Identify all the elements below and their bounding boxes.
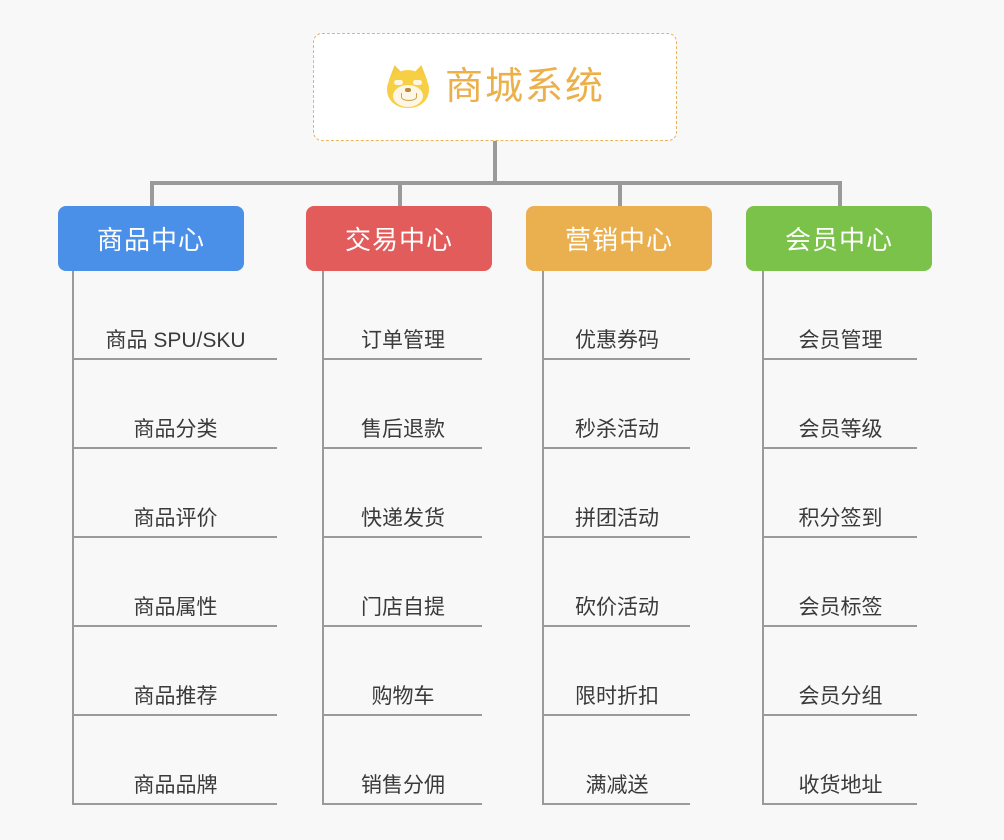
leaf-label: 订单管理	[361, 328, 445, 352]
leaf-label: 满减送	[585, 773, 649, 797]
branch-3: 优惠券码秒杀活动拼团活动砍价活动限时折扣满减送	[542, 271, 690, 805]
leaf-item[interactable]: 会员分组	[762, 627, 917, 716]
leaf-label: 商品品牌	[133, 773, 218, 797]
category-label: 营销中心	[564, 225, 673, 255]
drop-connector-1	[150, 181, 154, 206]
leaf-item[interactable]: 拼团活动	[542, 449, 690, 538]
leaf-item[interactable]: 限时折扣	[542, 627, 690, 716]
horizontal-bus-connector	[150, 181, 842, 185]
leaf-label: 会员等级	[798, 417, 883, 441]
category-box-1[interactable]: 商品中心	[58, 206, 244, 271]
leaf-item[interactable]: 商品推荐	[72, 627, 277, 716]
leaf-item[interactable]: 会员标签	[762, 538, 917, 627]
leaf-label: 商品推荐	[133, 684, 218, 708]
leaf-item[interactable]: 收货地址	[762, 716, 917, 805]
category-label: 交易中心	[344, 225, 453, 255]
leaf-label: 优惠券码	[575, 328, 659, 352]
leaf-item[interactable]: 门店自提	[322, 538, 482, 627]
leaf-label: 商品 SPU/SKU	[105, 328, 246, 352]
leaf-item[interactable]: 会员管理	[762, 271, 917, 360]
root-title: 商城系统	[444, 66, 605, 108]
leaf-item[interactable]: 积分签到	[762, 449, 917, 538]
leaf-label: 商品属性	[133, 595, 218, 619]
leaf-label: 售后退款	[361, 417, 445, 441]
leaf-item[interactable]: 会员等级	[762, 360, 917, 449]
category-box-2[interactable]: 交易中心	[306, 206, 492, 271]
leaf-item[interactable]: 商品 SPU/SKU	[72, 271, 277, 360]
branch-2: 订单管理售后退款快递发货门店自提购物车销售分佣	[322, 271, 482, 805]
leaf-label: 会员分组	[798, 684, 883, 708]
category-box-4[interactable]: 会员中心	[746, 206, 932, 271]
leaf-item[interactable]: 优惠券码	[542, 271, 690, 360]
leaf-label: 购物车	[371, 684, 435, 708]
leaf-label: 秒杀活动	[575, 417, 659, 441]
drop-connector-2	[398, 181, 402, 206]
category-box-3[interactable]: 营销中心	[526, 206, 712, 271]
leaf-label: 拼团活动	[575, 506, 659, 530]
branch-1: 商品 SPU/SKU 商品分类商品评价商品属性商品推荐商品品牌	[72, 271, 277, 805]
leaf-item[interactable]: 砍价活动	[542, 538, 690, 627]
leaf-item[interactable]: 快递发货	[322, 449, 482, 538]
leaf-label: 门店自提	[361, 595, 445, 619]
leaf-label: 销售分佣	[361, 773, 445, 797]
leaf-label: 限时折扣	[575, 684, 659, 708]
leaf-item[interactable]: 商品属性	[72, 538, 277, 627]
leaf-item[interactable]: 商品品牌	[72, 716, 277, 805]
leaf-item[interactable]: 销售分佣	[322, 716, 482, 805]
category-label: 商品中心	[96, 225, 205, 255]
leaf-label: 会员标签	[798, 595, 883, 619]
drop-connector-3	[618, 181, 622, 206]
leaf-item[interactable]: 购物车	[322, 627, 482, 716]
leaf-label: 商品评价	[133, 506, 218, 530]
leaf-item[interactable]: 商品分类	[72, 360, 277, 449]
category-label: 会员中心	[784, 225, 893, 255]
leaf-label: 快递发货	[361, 506, 445, 530]
leaf-label: 会员管理	[798, 328, 883, 352]
leaf-item[interactable]: 商品评价	[72, 449, 277, 538]
leaf-label: 商品分类	[133, 417, 218, 441]
branch-4: 会员管理会员等级积分签到会员标签会员分组收货地址	[762, 271, 917, 805]
leaf-label: 积分签到	[798, 506, 883, 530]
dog-face-icon	[385, 63, 431, 110]
leaf-item[interactable]: 售后退款	[322, 360, 482, 449]
root-stem-connector	[493, 141, 497, 184]
drop-connector-4	[838, 181, 842, 206]
leaf-item[interactable]: 订单管理	[322, 271, 482, 360]
leaf-item[interactable]: 秒杀活动	[542, 360, 690, 449]
root-node[interactable]: 商城系统	[313, 33, 677, 141]
leaf-label: 砍价活动	[575, 595, 659, 619]
leaf-item[interactable]: 满减送	[542, 716, 690, 805]
leaf-label: 收货地址	[798, 773, 883, 797]
